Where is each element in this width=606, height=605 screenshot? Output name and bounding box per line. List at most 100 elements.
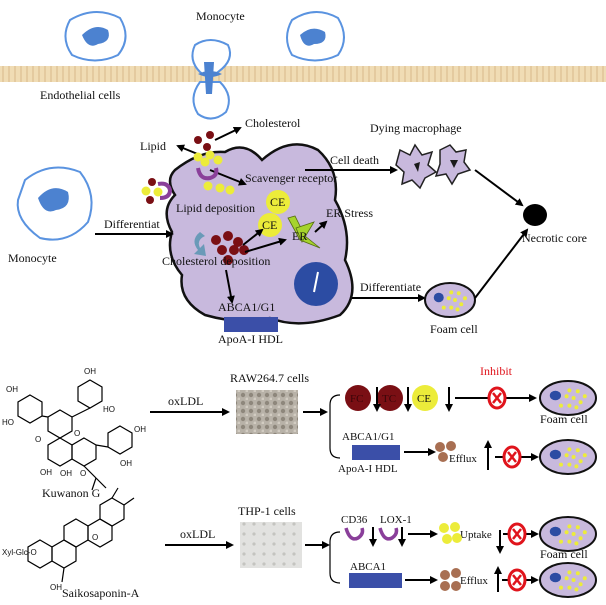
necrotic-core	[523, 204, 547, 226]
foam-lipid-dot	[582, 453, 587, 458]
lipid-dot	[215, 183, 225, 193]
efflux-dot	[438, 452, 448, 462]
saikosaponin-a-label: Saikosaponin-A	[62, 586, 140, 600]
differentiate-foam-label: Differentiate	[360, 280, 421, 294]
foam-cell-label: Foam cell	[430, 322, 478, 336]
efflux-dot	[435, 442, 445, 452]
cell-death-label: Cell death	[330, 153, 379, 167]
nucleus-mark	[313, 271, 319, 293]
monocyte-left-label: Monocyte	[8, 251, 57, 265]
ce-droplet-1	[266, 190, 290, 214]
foam-lipid-dot	[582, 576, 587, 581]
ce-label-1: CE	[270, 195, 285, 209]
er-stress-label: ER Stress	[326, 206, 373, 220]
svg-text:O: O	[92, 533, 98, 542]
transmigrating-monocyte	[191, 39, 231, 120]
foam-lipid-dot	[575, 571, 580, 576]
efflux-dot	[451, 581, 461, 591]
foam-lipid-dot	[564, 576, 569, 581]
foam-cell-icon	[539, 516, 597, 552]
efflux-dot	[451, 568, 461, 578]
fc-circle	[345, 385, 371, 411]
oxldl-label-1: oxLDL	[168, 394, 203, 408]
abca1g1-transporter	[224, 317, 278, 332]
svg-text:O: O	[35, 435, 41, 444]
uptake-lipid-dot	[439, 523, 449, 533]
foam-to-necrosis-arrow	[474, 228, 529, 299]
cholesterol-dot	[194, 136, 202, 144]
foam-cell-nucleus	[549, 390, 562, 401]
foam-lipid-dot	[567, 585, 572, 590]
foam-cell-body	[539, 439, 597, 475]
cholesterol-dot	[146, 196, 154, 204]
er-arrow	[244, 237, 287, 253]
cholesterol-dot	[211, 235, 221, 245]
foam-lipid-dot	[574, 541, 579, 546]
lipid-dot	[225, 185, 235, 195]
foam-lipid-dot	[571, 455, 576, 459]
lipid-dot	[153, 187, 163, 197]
lipid-dot	[200, 157, 210, 167]
lipid-label: Lipid	[140, 139, 166, 153]
er-stress-arrow	[314, 220, 328, 233]
foam-cell-label-1: Foam cell	[540, 412, 588, 426]
cd36-label: CD36	[341, 514, 368, 526]
lox1-receptor-icon	[378, 527, 399, 541]
foam-cell-icon	[424, 282, 476, 318]
foam-cell-body	[539, 562, 597, 598]
receptor-top-icon	[196, 167, 219, 181]
cholesterol-dot	[206, 131, 214, 139]
inhibit-icon	[507, 568, 527, 592]
svg-text:OH: OH	[6, 385, 18, 394]
saikosaponin-a-structure: Xyl-Glc-O O OH	[2, 487, 135, 592]
foam-lipid-dot	[575, 448, 580, 453]
foam-lipid-dot	[567, 539, 572, 544]
foam-cell-icon	[539, 562, 597, 598]
cholesterol-dot	[229, 245, 239, 255]
svg-text:O: O	[74, 429, 80, 438]
thp1-cells-label: THP-1 cells	[238, 504, 296, 518]
foam-cell-nucleus	[549, 449, 562, 460]
monocyte-label: Monocyte	[196, 9, 245, 23]
bracket-1	[329, 394, 341, 459]
cholesterol-dot	[233, 237, 243, 247]
foam-lipid-dot	[559, 539, 563, 544]
foam-lipid-dot	[574, 464, 579, 469]
efflux-dot	[440, 581, 450, 591]
ce-circle	[412, 385, 438, 411]
necrosis-arrow	[474, 169, 524, 207]
uptake-label: Uptake	[460, 529, 492, 541]
foam-lipid-dot	[578, 400, 583, 405]
cholesterol-label: Cholesterol	[245, 116, 301, 130]
cholesterol-dot	[223, 231, 233, 241]
svg-text:OH: OH	[134, 425, 146, 434]
foam-cell-nucleus	[549, 572, 562, 583]
inhibit-icon	[502, 445, 522, 469]
uptake-lipid-dot	[452, 533, 462, 543]
foam-lipid-dot	[459, 302, 464, 307]
foam-lipid-dot	[582, 530, 587, 535]
fc-label: FC	[350, 393, 363, 405]
receptor-left-icon	[157, 181, 173, 200]
foam-cell-icon	[539, 380, 597, 416]
foam-lipid-dot	[564, 530, 569, 535]
foam-lipid-dot	[578, 459, 583, 464]
inhibit-label: Inhibit	[480, 364, 513, 378]
svg-text:HO: HO	[103, 405, 115, 414]
lipid-dot	[213, 155, 223, 165]
efflux-dot	[440, 570, 450, 580]
cholesterol-dot	[203, 143, 211, 151]
ce-label-2: CE	[262, 218, 277, 232]
foam-cell-body	[424, 282, 476, 318]
monocyte-cell-left	[64, 11, 127, 62]
foam-cell-body	[539, 516, 597, 552]
foam-lipid-dot	[571, 396, 576, 400]
bracket-2	[329, 531, 341, 584]
kuwanon-g-structure: OH HO OH HO O O OH OH O OH OH	[2, 367, 146, 491]
svg-text:OH: OH	[84, 367, 96, 376]
uptake-lipid-dot	[442, 534, 452, 544]
foam-lipid-dot	[578, 582, 583, 587]
foam-lipid-dot	[463, 296, 467, 301]
cd36-receptor-icon	[344, 527, 365, 541]
